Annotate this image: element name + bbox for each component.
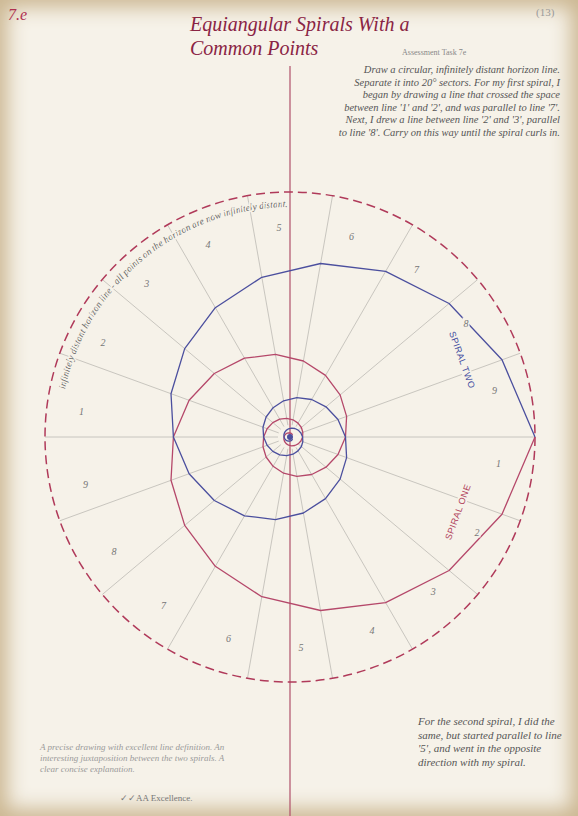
horizon-note: infinitely distant horizon line - all po…: [57, 199, 288, 390]
teacher-comment: A precise drawing with excellent line de…: [40, 742, 230, 775]
sector-line: [168, 447, 285, 649]
line-number: 2: [474, 527, 481, 538]
sector-line: [45, 437, 278, 438]
line-number: 7: [160, 599, 167, 610]
line-number: 9: [491, 384, 498, 395]
line-number: 2: [99, 336, 106, 347]
line-number: 9: [82, 479, 89, 490]
sector-line: [301, 441, 520, 521]
line-number: 8: [110, 546, 117, 557]
sector-line: [292, 196, 332, 425]
sector-line: [296, 225, 413, 427]
line-number: 4: [369, 625, 376, 636]
line-number: 3: [143, 278, 150, 289]
text-guide: [65, 207, 422, 389]
line-number: 6: [225, 632, 232, 643]
line-number: 1: [78, 406, 85, 417]
line-number: 6: [348, 231, 355, 242]
sector-line: [60, 353, 279, 433]
spiral-label: SPIRAL TWO: [446, 328, 477, 392]
sector-line: [292, 449, 332, 678]
line-number: 5: [276, 222, 283, 233]
task-note: Assessment Task 7e: [402, 48, 466, 57]
method-note: Draw a circular, infinitely distant hori…: [335, 64, 560, 140]
line-number: 5: [298, 641, 305, 652]
sector-line: [302, 437, 535, 438]
line-number: 4: [204, 238, 211, 249]
line-number: 3: [430, 585, 437, 596]
sector-line: [168, 225, 285, 427]
spiral-two: [171, 264, 535, 520]
task-number: 7.e: [8, 6, 27, 24]
line-number: 1: [495, 457, 502, 468]
centre-point: [287, 434, 293, 440]
horizon-circle: [45, 192, 535, 682]
sector-line: [102, 280, 280, 430]
spiral-label: SPIRAL ONE: [443, 481, 474, 543]
sector-line: [301, 353, 520, 433]
sector-line: [296, 447, 413, 649]
grade-mark: ✓✓AA Excellence.: [120, 793, 192, 803]
sector-line: [247, 196, 287, 425]
sector-line: [247, 449, 287, 678]
sector-line: [60, 441, 279, 521]
line-number: 7: [413, 264, 420, 275]
page-number: (13): [536, 6, 554, 18]
spiral-one: [171, 354, 535, 610]
line-number: 8: [463, 317, 470, 328]
sector-line: [102, 445, 280, 595]
horizon-note: infinitely distant horizon line - all po…: [57, 199, 288, 390]
method-note: For the second spiral, I did the same, b…: [418, 715, 563, 769]
